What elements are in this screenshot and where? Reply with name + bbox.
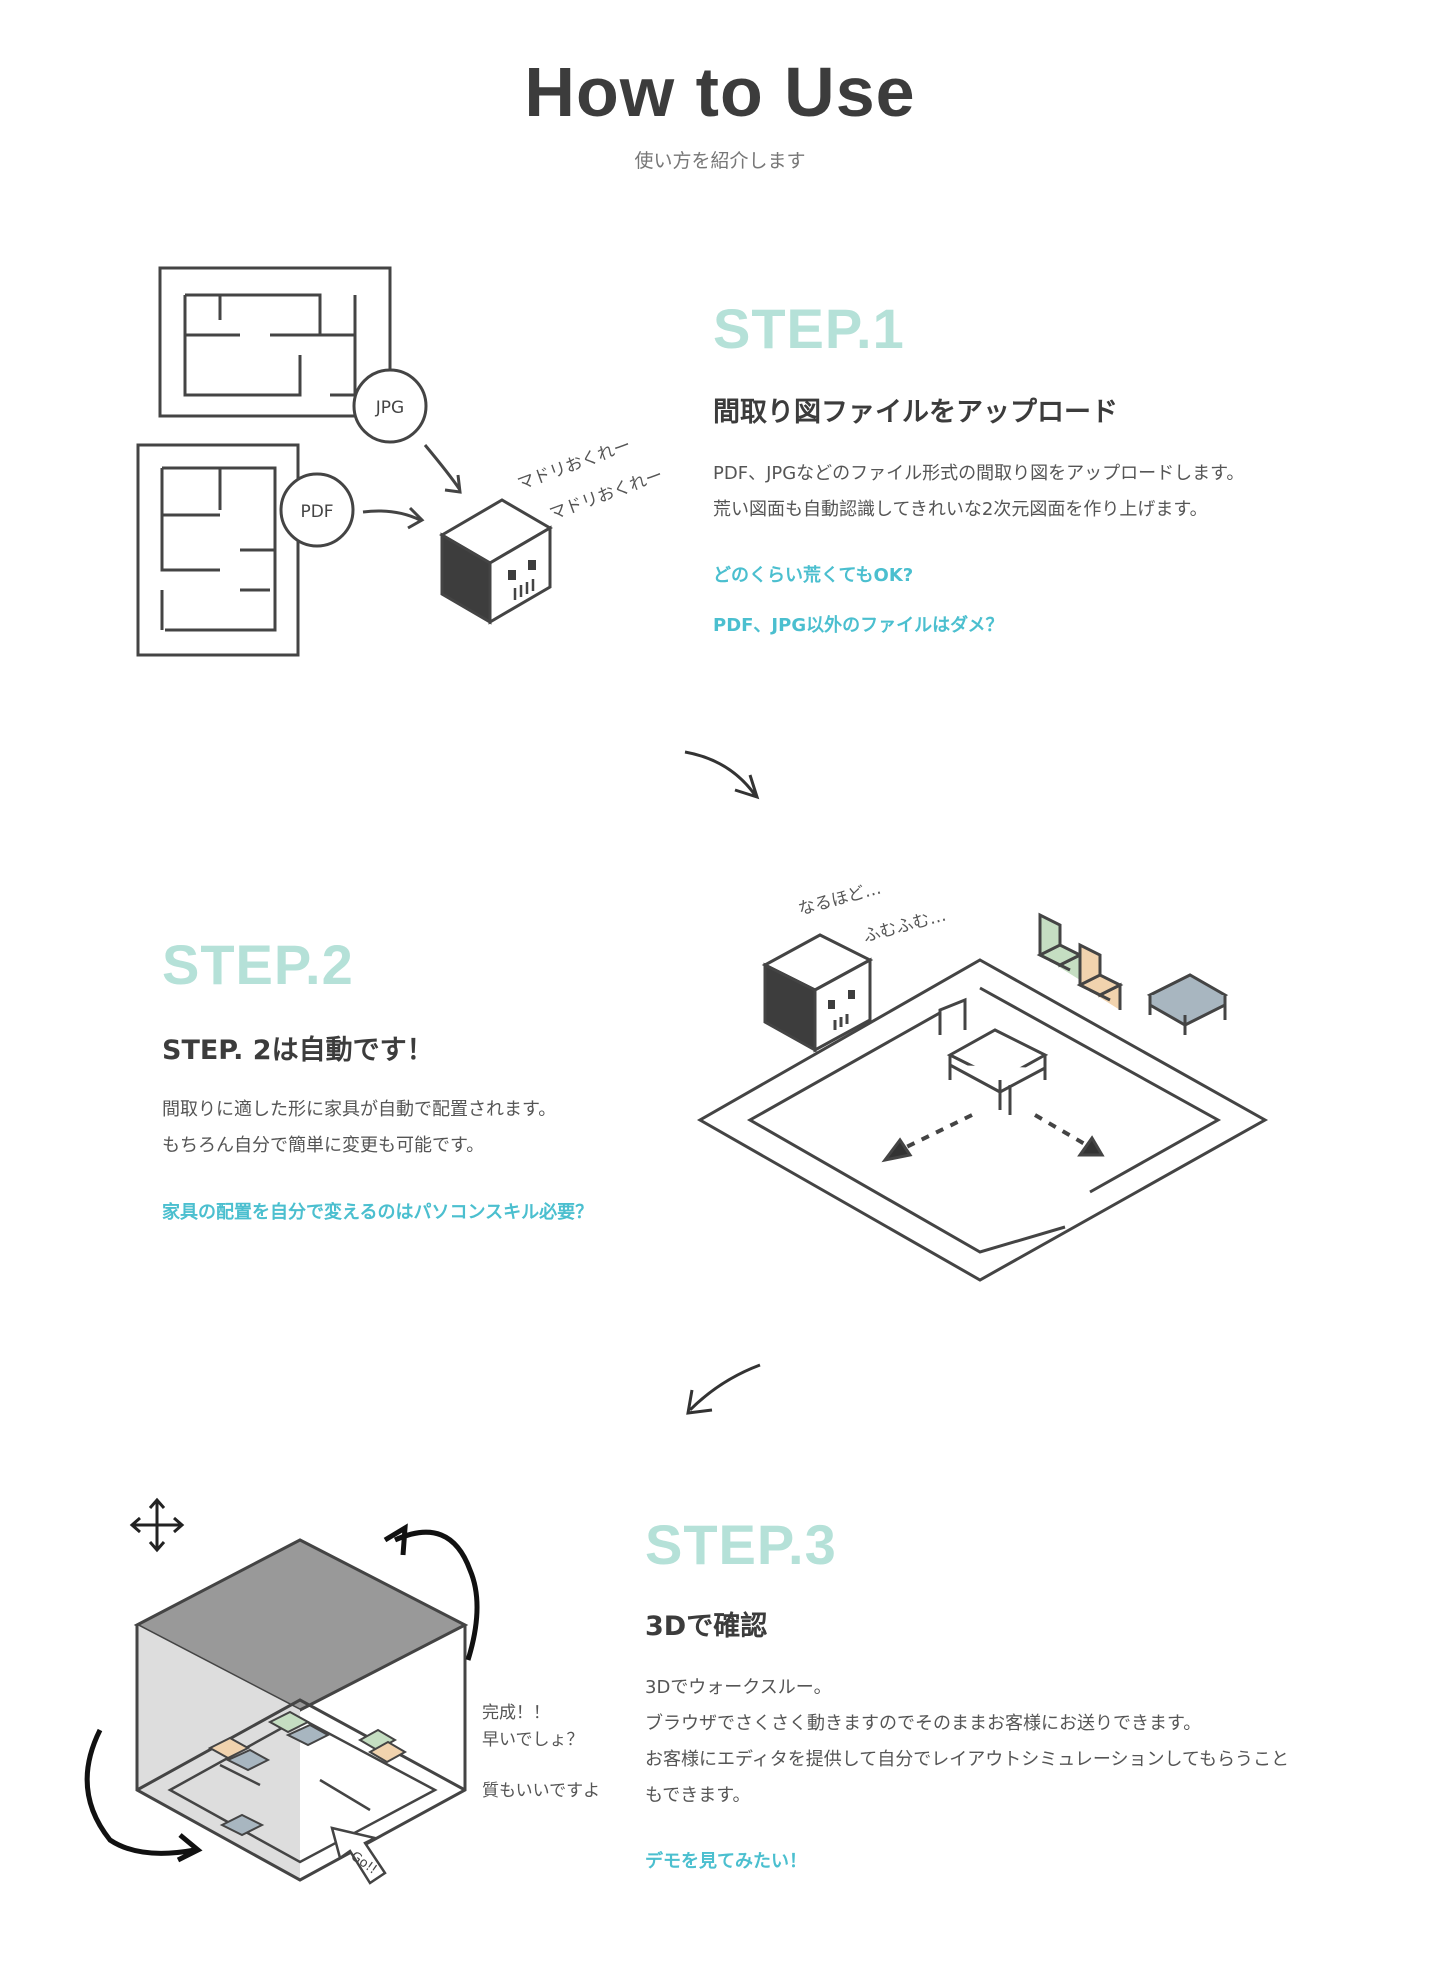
pdf-badge-label: PDF bbox=[300, 502, 333, 522]
step2-link-skills[interactable]: 家具の配置を自分で変えるのはパソコンスキル必要？ bbox=[162, 1202, 594, 1223]
rotate-arrow-icon bbox=[383, 1523, 480, 1661]
page-title: How to Use bbox=[524, 53, 916, 131]
chair-green-icon bbox=[1036, 912, 1084, 980]
floorplan-jpg-icon bbox=[158, 266, 392, 418]
step2-label: STEP.2 bbox=[162, 933, 354, 996]
jpg-badge bbox=[352, 368, 428, 444]
move-icon bbox=[129, 1497, 185, 1553]
step1-link-file-types[interactable]: PDF、JPG以外のファイルはダメ？ bbox=[713, 615, 1004, 636]
cube-character-icon bbox=[761, 933, 874, 1053]
floorplan-pdf-icon bbox=[136, 443, 300, 657]
arrow-down-right-icon bbox=[684, 750, 760, 800]
step2-body: 間取りに適した形に家具が自動で配置されます。 もちろん自分で簡単に変更も可能です… bbox=[162, 1099, 557, 1156]
step3-illustration: Go!! bbox=[84, 1497, 480, 1885]
step1-heading: 間取り図ファイルをアップロード bbox=[713, 397, 1118, 428]
rotate-arrow-icon bbox=[84, 1728, 203, 1863]
chair-orange-icon bbox=[1076, 942, 1124, 1010]
step2-illustration: なるほど… ふむふむ… bbox=[696, 879, 1269, 1282]
step1-body: PDF、JPGなどのファイル形式の間取り図をアップロードします。 荒い図面も自動… bbox=[713, 463, 1245, 520]
step3-label: STEP.3 bbox=[645, 1513, 837, 1576]
step3-heading: 3Dで確認 bbox=[645, 1611, 768, 1642]
step3-body: 3Dでウォークスルー。 ブラウザでさくさく動きますのでそのままお客様にお送りでき… bbox=[645, 1677, 1290, 1806]
cube-character-icon bbox=[439, 498, 553, 625]
pdf-badge bbox=[279, 472, 355, 548]
table-blue-icon bbox=[1146, 973, 1229, 1035]
jpg-badge-label: JPG bbox=[375, 398, 404, 418]
step2-heading: STEP. 2は自動です！ bbox=[162, 1035, 434, 1066]
page-subtitle: 使い方を紹介します bbox=[634, 150, 806, 172]
step3-speech: 完成！！ 早いでしょ？ 質もいいですよ bbox=[482, 1703, 601, 1801]
step1-illustration: JPG PDF マドリおくれー マドリおくれー bbox=[136, 266, 666, 657]
arrow-icon bbox=[362, 506, 425, 530]
step1-link-roughness[interactable]: どのくらい荒くてもOK? bbox=[713, 565, 914, 586]
room-floor-icon bbox=[696, 958, 1269, 1282]
furniture-icon bbox=[207, 1710, 408, 1837]
go-button[interactable]: Go!! bbox=[330, 1826, 387, 1885]
step3-link-demo[interactable]: デモを見てみたい！ bbox=[645, 1851, 807, 1872]
arrow-icon bbox=[423, 444, 462, 494]
step1-label: STEP.1 bbox=[713, 297, 905, 360]
arrow-down-left-icon bbox=[686, 1363, 761, 1415]
chair-table-outline-icon bbox=[938, 997, 1049, 1115]
speech-text: なるほど… bbox=[796, 879, 883, 920]
speech-text: ふむふむ… bbox=[861, 906, 948, 947]
